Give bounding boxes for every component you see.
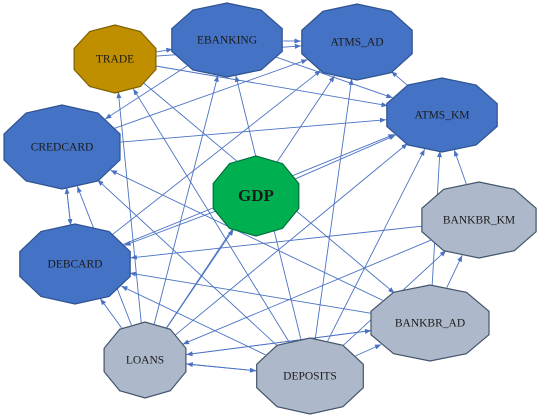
node-label-bankbr-km: BANKBR_KM xyxy=(443,215,515,227)
edge-loans-to-ebanking xyxy=(153,75,219,325)
node-atms-ad: ATMS_AD xyxy=(301,3,413,81)
node-gdp: GDP xyxy=(212,155,300,237)
node-deposits: DEPOSITS xyxy=(256,337,364,415)
edge-bankbr_km-to-atms_km xyxy=(453,149,467,185)
edge-loans-to-atms_km xyxy=(175,143,408,336)
edge-trade-to-ebanking xyxy=(155,47,173,53)
edge-bankbr_ad-to-bankbr_km xyxy=(446,255,463,288)
node-label-credcard: CREDCARD xyxy=(31,142,94,154)
node-credcard: CREDCARD xyxy=(3,104,121,190)
node-label-atms-ad: ATMS_AD xyxy=(330,37,383,49)
edge-bankbr_ad-to-credcard xyxy=(110,169,383,301)
node-label-debcard: DEBCARD xyxy=(48,259,103,271)
nodes-layer: EBANKING ATMS_AD TRADE ATMS_KM CREDCARD GDP BA… xyxy=(3,2,537,415)
node-label-trade: TRADE xyxy=(96,54,134,66)
node-bankbr-ad: BANKBR_AD xyxy=(370,284,490,362)
node-shape-debcard xyxy=(19,223,131,305)
edge-bankbr_km-to-loans xyxy=(182,239,431,345)
node-trade: TRADE xyxy=(73,24,157,94)
node-shape-atms-ad xyxy=(301,3,413,81)
edge-ebanking-to-credcard xyxy=(104,65,188,120)
edge-gdp-to-atms_km xyxy=(295,134,396,180)
edge-loans-to-debcard xyxy=(99,298,123,330)
edge-atms_km-to-atms_ad xyxy=(390,70,409,87)
edge-credcard-to-debcard xyxy=(66,187,73,226)
node-shape-gdp xyxy=(212,155,300,237)
edge-deposits-to-loans xyxy=(186,362,257,372)
node-atms-km: ATMS_KM xyxy=(386,77,498,153)
node-label-deposits: DEPOSITS xyxy=(283,371,337,383)
node-ebanking: EBANKING xyxy=(171,2,283,78)
edges-layer xyxy=(64,38,467,373)
node-loans: LOANS xyxy=(103,321,187,399)
node-label-ebanking: EBANKING xyxy=(197,35,257,47)
edge-bankbr_km-to-debcard xyxy=(130,225,422,260)
node-shape-bankbr-km xyxy=(421,181,537,259)
node-label-loans: LOANS xyxy=(126,355,164,367)
edge-deposits-to-atms_ad xyxy=(314,78,354,340)
node-debcard: DEBCARD xyxy=(19,223,131,305)
edge-loans-to-trade xyxy=(116,91,142,324)
edge-credcard-to-atms_ad xyxy=(114,59,308,129)
node-label-gdp: GDP xyxy=(238,186,274,205)
edge-deposits-to-bankbr_ad xyxy=(355,344,382,357)
edge-credcard-to-atms_km xyxy=(120,117,387,143)
edge-gdp-to-debcard xyxy=(124,210,216,246)
edge-loans-to-gdp xyxy=(166,228,234,329)
node-label-atms-km: ATMS_KM xyxy=(415,110,470,122)
node-shape-credcard xyxy=(3,104,121,190)
edge-deposits-to-debcard xyxy=(121,285,266,356)
node-shape-trade xyxy=(73,24,157,94)
edge-deposits-to-trade xyxy=(132,88,290,343)
edge-deposits-to-atms_km xyxy=(327,148,426,342)
node-shape-deposits xyxy=(256,337,364,415)
node-label-bankbr-ad: BANKBR_AD xyxy=(395,318,465,330)
node-bankbr-km: BANKBR_KM xyxy=(421,181,537,259)
node-shape-atms-km xyxy=(386,77,498,153)
node-shape-bankbr-ad xyxy=(370,284,490,362)
edge-deposits-to-credcard xyxy=(97,179,279,347)
edge-debcard-to-atms_ad xyxy=(111,69,322,236)
edge-bankbr_ad-to-debcard xyxy=(129,271,373,314)
node-shape-ebanking xyxy=(171,2,283,78)
node-shape-loans xyxy=(103,321,187,399)
edge-loans-to-bankbr_ad xyxy=(186,328,372,356)
